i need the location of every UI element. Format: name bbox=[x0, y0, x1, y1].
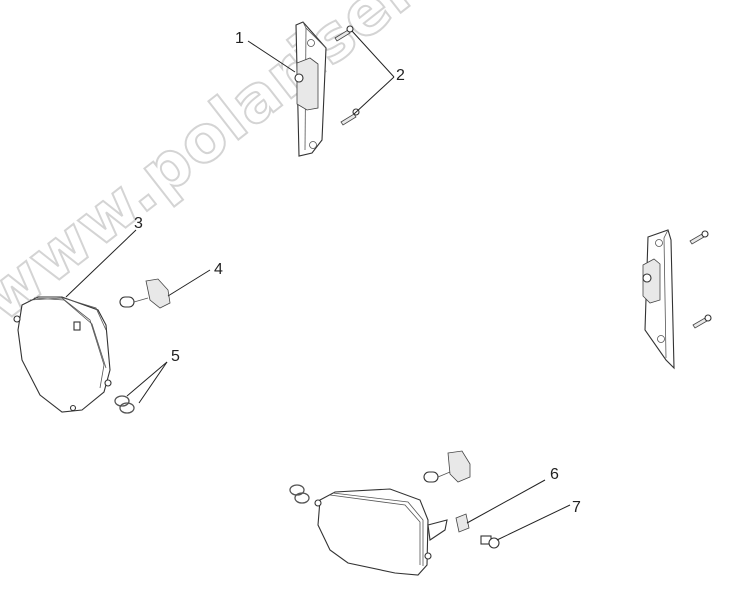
callout-2: 2 bbox=[396, 67, 405, 84]
side-marker-lamp-top bbox=[294, 21, 327, 157]
bulb-with-socket-left bbox=[119, 278, 171, 309]
headlamp-housing-lower bbox=[289, 484, 448, 576]
bulb-with-socket-lower bbox=[423, 450, 471, 483]
callout-1: 1 bbox=[235, 30, 244, 47]
callout-7: 7 bbox=[572, 499, 581, 516]
headlamp-housing-left bbox=[13, 296, 112, 413]
clip-nut bbox=[455, 513, 470, 533]
side-marker-lamp-right bbox=[642, 229, 712, 370]
callout-6: 6 bbox=[550, 466, 559, 483]
callout-5: 5 bbox=[171, 348, 180, 365]
callout-3: 3 bbox=[134, 215, 143, 232]
screws-top bbox=[334, 25, 360, 126]
callout-4: 4 bbox=[214, 261, 223, 278]
bolt bbox=[480, 535, 500, 549]
o-rings-left bbox=[114, 395, 135, 414]
